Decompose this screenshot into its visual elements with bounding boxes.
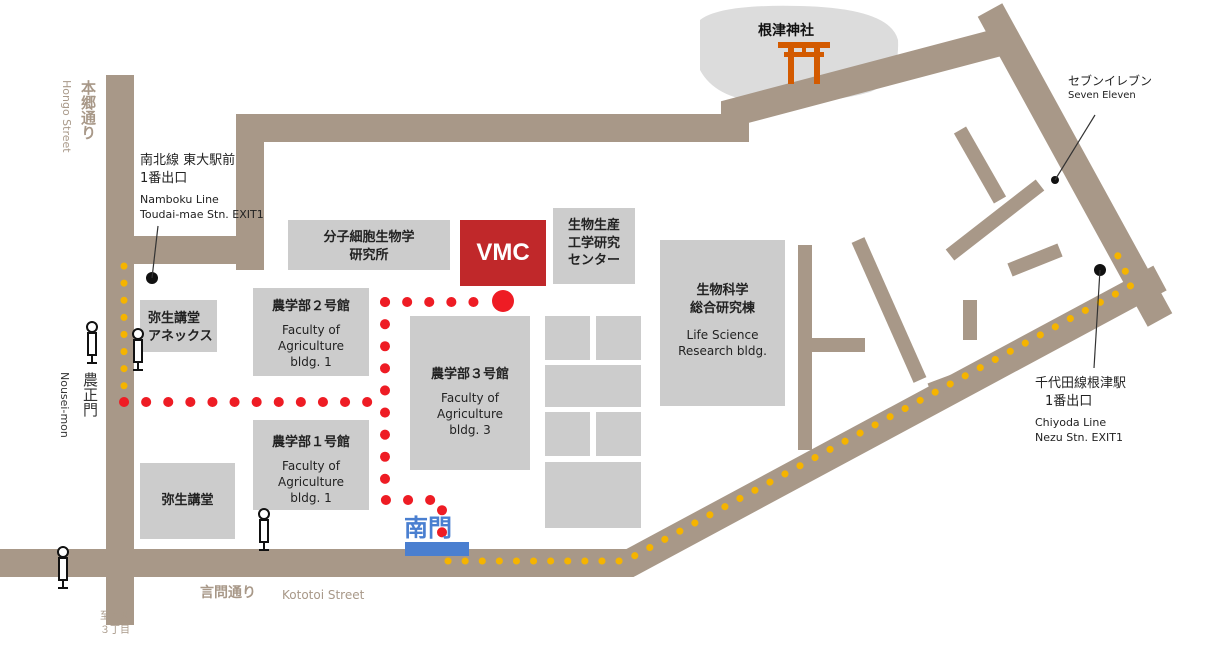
hongo-street-jp: 本郷通り bbox=[79, 80, 97, 140]
agri3-en3: bldg. 3 bbox=[449, 422, 491, 437]
chiyoda-jp2: 1番出口 bbox=[1045, 393, 1093, 409]
agri3-label: 農学部３号館 Faculty of Agriculture bldg. 3 bbox=[410, 366, 530, 438]
agri3-jp: 農学部３号館 bbox=[430, 367, 509, 382]
leader-lines bbox=[151, 114, 1101, 369]
agri2-bldg bbox=[253, 288, 369, 376]
agri1-en3: bldg. 1 bbox=[290, 490, 332, 505]
south-gate-label: 南門 bbox=[404, 514, 452, 542]
south-gate-marker bbox=[405, 542, 469, 556]
nousei-gate-jp: 農正門 bbox=[81, 372, 99, 417]
walk-route bbox=[119, 297, 500, 545]
agri2-en3: bldg. 1 bbox=[290, 354, 332, 369]
annex-line2: アネックス bbox=[148, 328, 213, 344]
agri3-en2: Agriculture bbox=[437, 406, 503, 421]
minor-road-3 bbox=[851, 237, 927, 383]
bioproduction-label: 生物生産 工学研究 センター bbox=[553, 217, 635, 270]
minor-road-2 bbox=[953, 126, 1007, 204]
bioscience-jp1: 生物科学 bbox=[696, 283, 749, 298]
to-hongo-line2: ３丁目 bbox=[100, 624, 130, 636]
seven-eleven-en: Seven Eleven bbox=[1068, 90, 1136, 102]
to-hongo-line1: 至本郷 bbox=[100, 611, 130, 622]
molecular-bldg bbox=[288, 220, 450, 270]
seven-eleven-label: セブンイレブン Seven Eleven bbox=[1068, 73, 1152, 103]
minor-road-8 bbox=[1007, 243, 1063, 277]
annex-line1: 弥生講堂 bbox=[148, 311, 201, 326]
namboku-en2: Toudai-mae Stn. EXIT1 bbox=[140, 207, 264, 221]
small-bldg-4 bbox=[545, 412, 590, 456]
hongo-street-en: Hongo Street bbox=[60, 80, 73, 153]
agri1-en2: Agriculture bbox=[278, 474, 344, 489]
shrine-label: 根津神社 bbox=[758, 23, 814, 39]
small-bldg-3 bbox=[545, 365, 641, 407]
chiyoda-en2: Nezu Stn. EXIT1 bbox=[1035, 430, 1123, 444]
agri1-bldg bbox=[253, 420, 369, 510]
agri3-en1: Faculty of bbox=[441, 390, 499, 405]
bioscience-bldg bbox=[660, 240, 785, 406]
bioproduction-bldg bbox=[553, 208, 635, 284]
vmc-label: VMC bbox=[476, 239, 530, 266]
minor-roads bbox=[798, 126, 1063, 450]
annex-label: 弥生講堂 アネックス bbox=[148, 310, 213, 345]
vmc-bldg bbox=[460, 220, 546, 286]
molecular-line2: 研究所 bbox=[349, 247, 389, 263]
agri2-en1: Faculty of bbox=[282, 322, 340, 337]
minor-road-1 bbox=[945, 179, 1045, 261]
small-bldg-6 bbox=[545, 462, 641, 528]
to-hongo-label: 至本郷 ３丁目 bbox=[100, 610, 130, 637]
bioproduction-line2: 工学研究 bbox=[567, 235, 620, 251]
bioscience-en1: Life Science bbox=[686, 328, 759, 343]
small-bldg-5 bbox=[596, 412, 641, 456]
vmc-destination-marker bbox=[492, 290, 514, 312]
agri1-jp: 農学部１号館 bbox=[271, 435, 350, 450]
kototoi-street-jp: 言問通り bbox=[200, 585, 256, 601]
small-bldg-1 bbox=[545, 316, 590, 360]
molecular-label: 分子細胞生物学 研究所 bbox=[288, 229, 450, 264]
agri1-en1: Faculty of bbox=[282, 458, 340, 473]
north-road bbox=[236, 28, 1004, 270]
annex-bldg bbox=[140, 300, 217, 352]
yayoi-label: 弥生講堂 bbox=[161, 493, 214, 508]
agri2-label: 農学部２号館 Faculty of Agriculture bldg. 1 bbox=[253, 298, 369, 370]
agri3-bldg bbox=[410, 316, 530, 470]
bioproduction-line3: センター bbox=[567, 253, 620, 269]
namboku-jp1: 南北線 東大駅前 bbox=[140, 153, 236, 168]
nousei-gate-en: Nousei-mon bbox=[58, 372, 71, 438]
agri2-jp: 農学部２号館 bbox=[271, 299, 350, 314]
kototoi-street-en: Kototoi Street bbox=[282, 588, 365, 602]
station-route bbox=[120, 246, 1137, 565]
bioscience-label: 生物科学 総合研究棟 Life Science Research bldg. bbox=[660, 282, 785, 359]
namboku-en1: Namboku Line bbox=[140, 193, 219, 207]
agri1-label: 農学部１号館 Faculty of Agriculture bldg. 1 bbox=[253, 434, 369, 506]
namboku-station-label: 南北線 東大駅前 1番出口 Namboku Line Toudai-mae St… bbox=[140, 152, 264, 223]
bioscience-jp2: 総合研究棟 bbox=[689, 300, 755, 316]
molecular-line1: 分子細胞生物学 bbox=[323, 230, 415, 245]
chiyoda-jp1: 千代田線根津駅 bbox=[1035, 376, 1127, 391]
agri2-en2: Agriculture bbox=[278, 338, 344, 353]
buildings bbox=[140, 208, 785, 539]
bioscience-en2: Research bldg. bbox=[678, 344, 767, 359]
chiyoda-station-label: 千代田線根津駅 1番出口 Chiyoda Line Nezu Stn. EXIT… bbox=[1035, 375, 1126, 446]
torii-gate-icon bbox=[778, 42, 830, 84]
northeast-road bbox=[977, 3, 1173, 327]
minor-road-6 bbox=[927, 353, 1013, 397]
seven-eleven-jp: セブンイレブン bbox=[1068, 74, 1153, 88]
bioproduction-line1: 生物生産 bbox=[567, 218, 620, 233]
small-bldg-2 bbox=[596, 316, 641, 360]
namboku-jp2: 1番出口 bbox=[140, 170, 188, 186]
chiyoda-en1: Chiyoda Line bbox=[1035, 416, 1107, 430]
gate-post-icon bbox=[57, 321, 270, 589]
yayoi-bldg bbox=[140, 463, 235, 539]
